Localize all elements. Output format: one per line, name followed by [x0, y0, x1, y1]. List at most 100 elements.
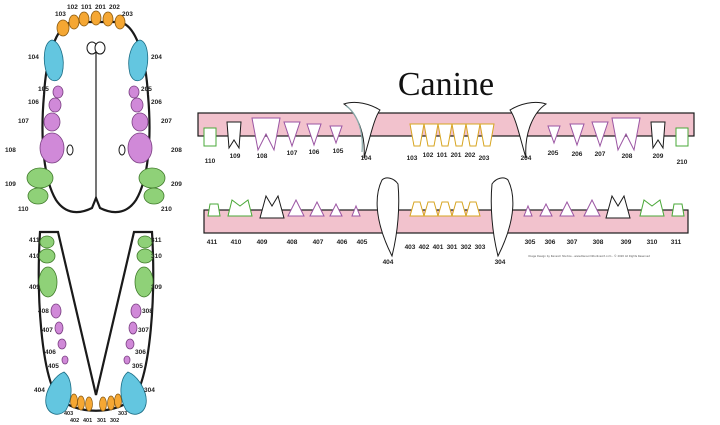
label-105: 105 — [38, 86, 49, 93]
tooth-202 — [102, 11, 114, 27]
lower-premolars — [50, 303, 142, 365]
label-208: 208 — [171, 147, 182, 154]
lower-row-label-305: 305 — [525, 239, 536, 246]
label-303: 303 — [118, 411, 127, 417]
upper-row-label-207: 207 — [595, 151, 606, 158]
upper-row-label-204: 204 — [521, 155, 532, 162]
palatine-foramen — [118, 144, 126, 156]
tooth-103 — [56, 19, 70, 37]
tooth-304 — [120, 371, 147, 415]
label-402: 402 — [70, 418, 79, 424]
tooth-101 — [78, 11, 90, 27]
lower-molars — [38, 235, 154, 298]
upper-row-label-102: 102 — [423, 152, 434, 159]
label-101: 101 — [81, 4, 92, 11]
upper-right-cheek-teeth — [547, 117, 689, 152]
upper-row-label-105: 105 — [333, 148, 344, 155]
label-207: 207 — [161, 118, 172, 125]
label-409: 409 — [29, 284, 40, 291]
tooth-201 — [90, 10, 102, 26]
lower-row-label-409: 409 — [257, 239, 268, 246]
lower-left-cheek-teeth — [207, 194, 361, 219]
upper-row-label-203: 203 — [479, 155, 490, 162]
label-106: 106 — [28, 99, 39, 106]
lower-incisors — [70, 393, 122, 412]
upper-premolars — [39, 85, 153, 164]
row-tooth-404 — [376, 177, 400, 258]
upper-row-label-205: 205 — [548, 150, 559, 157]
row-tooth-204 — [509, 101, 548, 159]
label-406: 406 — [45, 349, 56, 356]
label-305: 305 — [132, 363, 143, 370]
label-306: 306 — [135, 349, 146, 356]
label-404: 404 — [34, 387, 45, 394]
upper-row-label-202: 202 — [465, 152, 476, 159]
upper-row-label-201: 201 — [451, 152, 462, 159]
chart-title: Canine — [398, 66, 494, 103]
lower-row-incisors — [409, 201, 481, 217]
lower-right-cheek-teeth — [523, 194, 685, 219]
lower-row-label-301: 301 — [447, 244, 458, 251]
label-102: 102 — [67, 4, 78, 11]
label-410: 410 — [29, 253, 40, 260]
lower-row-label-402: 402 — [419, 244, 430, 251]
label-206: 206 — [151, 99, 162, 106]
tooth-203 — [114, 14, 126, 30]
lower-row-label-408: 408 — [287, 239, 298, 246]
lower-row-label-303: 303 — [475, 244, 486, 251]
upper-row-label-206: 206 — [572, 151, 583, 158]
lower-row-label-307: 307 — [567, 239, 578, 246]
label-109: 109 — [5, 181, 16, 188]
label-301: 301 — [97, 418, 106, 424]
label-201: 201 — [95, 4, 106, 11]
upper-row-label-108: 108 — [257, 153, 268, 160]
lower-row-label-405: 405 — [357, 239, 368, 246]
lower-row-label-311: 311 — [671, 239, 682, 246]
lower-row-label-404: 404 — [383, 259, 394, 266]
label-107: 107 — [18, 118, 29, 125]
upper-left-cheek-teeth — [203, 117, 343, 152]
upper-jaw-diagram: 103 102 101 201 202 203 104 105 106 107 … — [5, 4, 182, 214]
lower-row-chart — [203, 177, 689, 258]
upper-row-chart — [197, 101, 695, 159]
upper-row-label-104: 104 — [361, 155, 372, 162]
label-204: 204 — [151, 54, 162, 61]
label-310: 310 — [151, 253, 162, 260]
lower-row-label-401: 401 — [433, 244, 444, 251]
tooth-104 — [43, 39, 64, 82]
tooth-204 — [128, 39, 149, 82]
upper-row-label-209: 209 — [653, 153, 664, 160]
label-309: 309 — [151, 284, 162, 291]
tooth-102 — [68, 14, 80, 30]
incisive-papilla — [94, 41, 106, 55]
lower-row-label-411: 411 — [207, 239, 218, 246]
label-307: 307 — [138, 327, 149, 334]
upper-row-label-106: 106 — [309, 149, 320, 156]
label-104: 104 — [28, 54, 39, 61]
label-304: 304 — [144, 387, 155, 394]
label-209: 209 — [171, 181, 182, 188]
label-411: 411 — [29, 237, 40, 244]
upper-row-label-210: 210 — [677, 159, 688, 166]
label-401: 401 — [83, 418, 92, 424]
label-403: 403 — [64, 411, 73, 417]
lower-row-label-403: 403 — [405, 244, 416, 251]
credit-text: Image Design by Ransom Studios - www.Ran… — [528, 254, 650, 258]
upper-row-incisors — [409, 123, 495, 147]
label-108: 108 — [5, 147, 16, 154]
label-407: 407 — [42, 327, 53, 334]
upper-row-label-109: 109 — [230, 153, 241, 160]
lower-row-label-310: 310 — [647, 239, 658, 246]
upper-row-label-103: 103 — [407, 155, 418, 162]
upper-row-label-208: 208 — [622, 153, 633, 160]
lower-jaw-diagram: 411 410 409 408 407 406 405 404 311 310 … — [29, 230, 162, 424]
row-tooth-104-outline — [345, 105, 363, 153]
lower-row-label-302: 302 — [461, 244, 472, 251]
label-408: 408 — [38, 308, 49, 315]
lower-row-label-407: 407 — [313, 239, 324, 246]
upper-incisors — [56, 10, 126, 37]
upper-row-label-110: 110 — [205, 158, 216, 165]
upper-row-label-107: 107 — [287, 150, 298, 157]
